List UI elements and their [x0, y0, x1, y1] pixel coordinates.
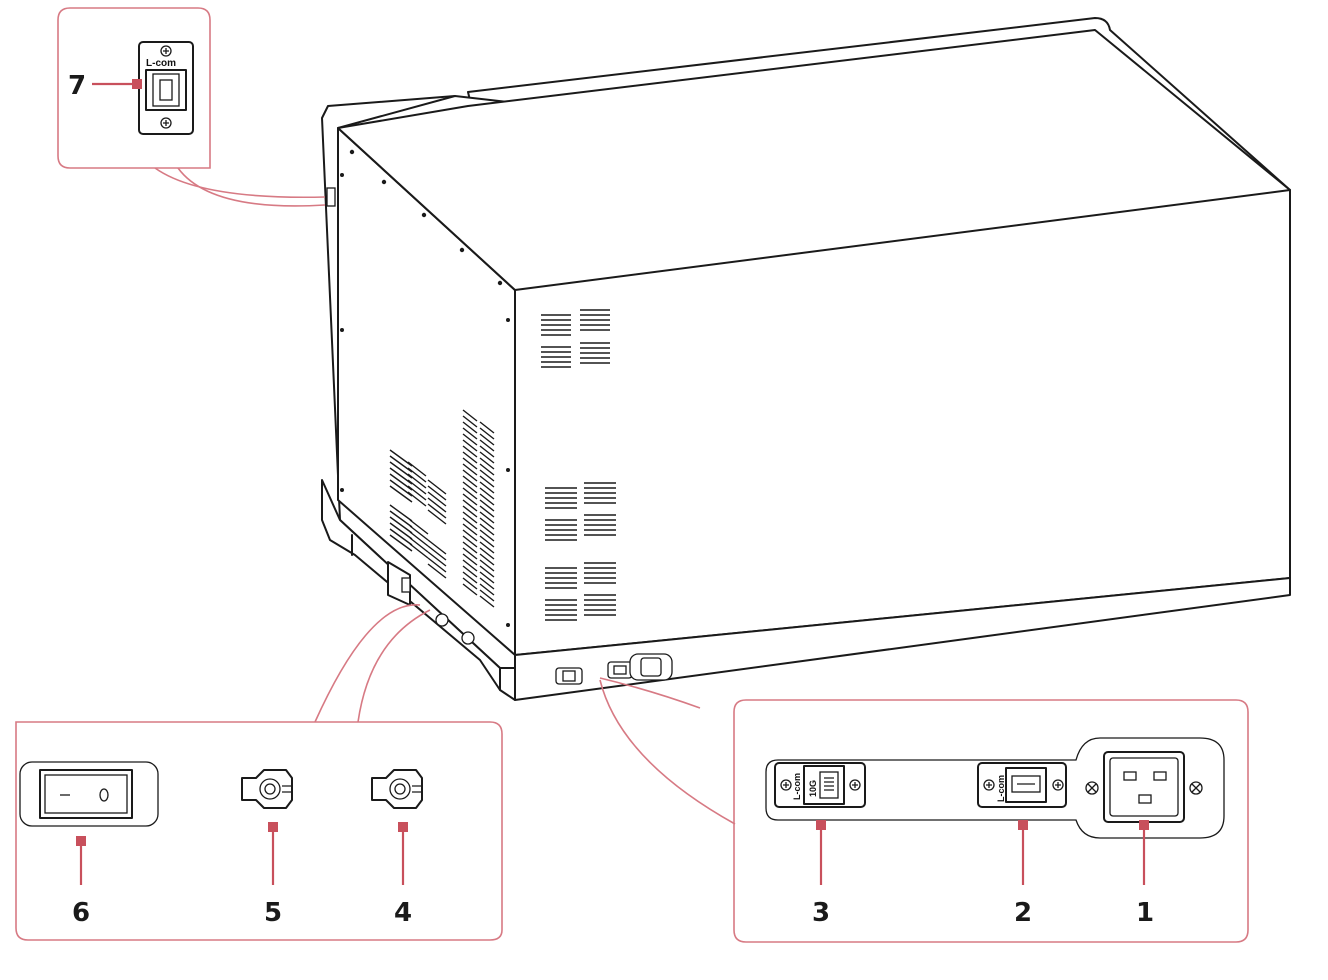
rear-vents [541, 309, 616, 621]
port-2-brand-label: L-com [996, 775, 1006, 802]
callout-box-7: L-com 7 [57, 7, 211, 169]
usb-port-2: L-com [977, 762, 1067, 808]
port-3-brand-label: L-com [792, 773, 802, 800]
callout-number-2: 2 [1014, 898, 1032, 928]
instrument-body [321, 17, 1291, 701]
ethernet-port-3: L-com 10G [774, 762, 866, 808]
valve-fitting-5 [241, 769, 293, 809]
callout-connectors [154, 167, 736, 825]
callout-box-4-5-6: 6 5 4 [15, 721, 503, 941]
valve-fitting-4 [371, 769, 423, 809]
callout-number-5: 5 [264, 898, 282, 928]
callout-number-3: 3 [812, 898, 830, 928]
side-panel-screws [340, 149, 510, 627]
side-vents [389, 409, 495, 608]
callout-box-1-2-3: L-com 10G L-com [733, 699, 1249, 943]
port-3-speed-label: 10G [808, 780, 818, 797]
callout-number-1: 1 [1136, 898, 1154, 928]
callout-number-7: 7 [68, 71, 86, 101]
callout-number-6: 6 [72, 898, 90, 928]
power-inlet-1 [1085, 751, 1203, 823]
base-port-cluster [555, 653, 673, 685]
lcom-usb-port-panel: L-com [138, 41, 194, 135]
port-7-brand-label: L-com [146, 58, 176, 69]
callout-number-4: 4 [394, 898, 412, 928]
power-switch-6 [19, 761, 159, 827]
